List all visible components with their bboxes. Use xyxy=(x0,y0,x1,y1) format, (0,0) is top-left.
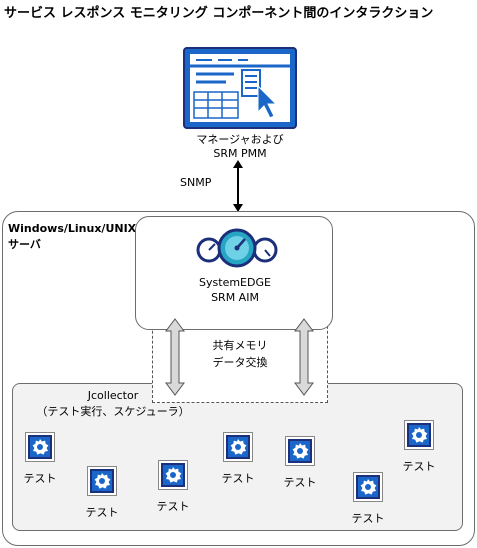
gear-icon xyxy=(25,432,55,462)
test-label: テスト xyxy=(23,472,57,485)
test-item: テスト xyxy=(399,420,439,474)
test-item: テスト xyxy=(82,466,122,520)
shared-memory-label: 共有メモリ データ交換 xyxy=(188,337,292,371)
test-label: テスト xyxy=(156,500,190,513)
systemedge-label-line2: SRM AIM xyxy=(211,291,259,304)
gauges-icon xyxy=(195,228,279,268)
data-exchange-arrow-left xyxy=(165,318,185,396)
gear-icon xyxy=(223,432,253,462)
manager-label: マネージャおよび SRM PMM xyxy=(180,133,300,161)
server-label: Windows/Linux/UNIX サーバ xyxy=(8,221,136,253)
test-label: テスト xyxy=(283,476,317,489)
systemedge-label: SystemEDGE SRM AIM xyxy=(160,275,310,305)
test-item: テスト xyxy=(280,436,320,490)
snmp-label: SNMP xyxy=(180,176,212,189)
jcollector-label: Jcollector （テスト実行、スケジューラ） xyxy=(18,388,208,420)
test-label: テスト xyxy=(402,460,436,473)
gear-icon xyxy=(158,460,188,490)
manager-console-icon xyxy=(182,46,298,130)
test-item: テスト xyxy=(153,460,193,514)
test-label: テスト xyxy=(221,472,255,485)
test-item: テスト xyxy=(348,472,388,526)
shared-memory-label-line2: データ交換 xyxy=(212,356,268,369)
gear-icon xyxy=(87,466,117,496)
test-label: テスト xyxy=(85,506,119,519)
test-item: テスト xyxy=(218,432,258,486)
jcollector-label-line1: Jcollector xyxy=(87,389,139,402)
test-label: テスト xyxy=(351,512,385,525)
shared-memory-label-line1: 共有メモリ xyxy=(212,339,268,352)
manager-label-line2: SRM PMM xyxy=(213,147,267,160)
gear-icon xyxy=(404,420,434,450)
gear-icon xyxy=(353,472,383,502)
gear-icon xyxy=(285,436,315,466)
server-label-line2: サーバ xyxy=(8,238,41,251)
systemedge-label-line1: SystemEDGE xyxy=(199,276,271,289)
manager-label-line1: マネージャおよび xyxy=(196,133,284,146)
server-label-line1: Windows/Linux/UNIX xyxy=(8,222,137,235)
diagram-title: サービス レスポンス モニタリング コンポーネント間のインタラクション xyxy=(4,6,434,21)
test-item: テスト xyxy=(20,432,60,486)
snmp-arrow xyxy=(230,160,246,212)
data-exchange-arrow-right xyxy=(294,318,314,396)
jcollector-label-line2: （テスト実行、スケジューラ） xyxy=(36,405,190,418)
